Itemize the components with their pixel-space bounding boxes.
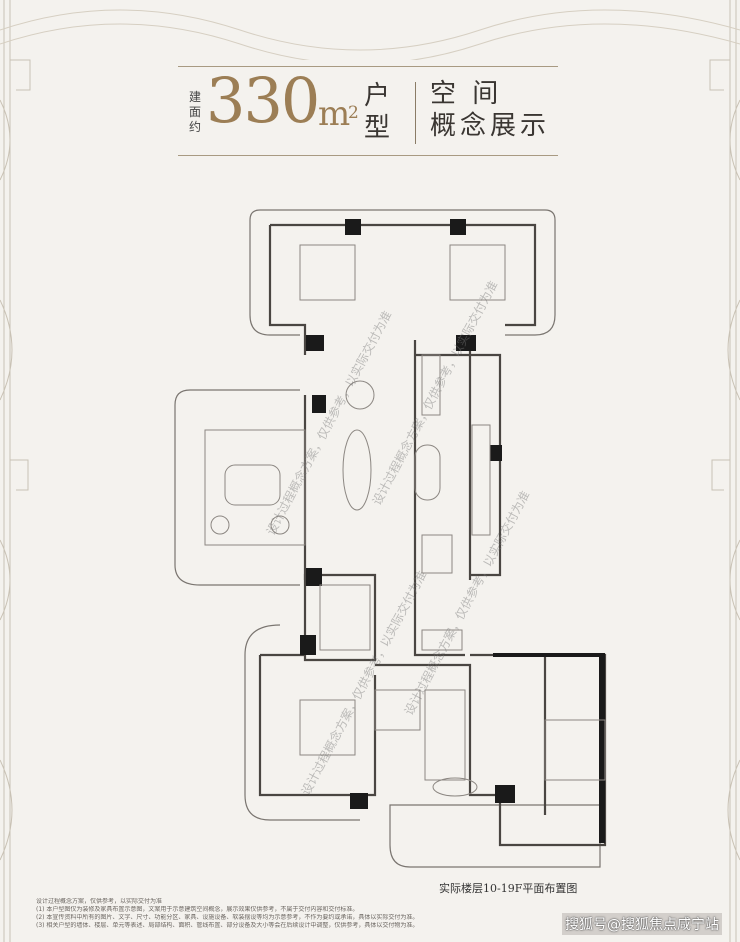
note-line: (1) 本户型图仅为装修及家具布置示意图，文案用于示意建筑空间概念，展示效果仅供… <box>36 906 359 913</box>
master-suite-walls <box>470 653 607 847</box>
header: 建面约 330 m 2 户型 空 间 概念展示 <box>0 0 740 170</box>
type-label: 户型 <box>364 81 391 143</box>
note-line: 设计过程概念方案，仅供参考，以实际交付为准 <box>36 898 163 905</box>
note-line: (2) 本宣传资料中所有的图片、文字、尺寸、功能分区、家具、设施设备、软装摆设等… <box>36 914 419 921</box>
chair <box>270 515 290 535</box>
header-bottom-rule <box>178 155 558 156</box>
storage-room <box>319 584 371 651</box>
top-ornament <box>0 9 740 60</box>
title-divider <box>415 82 416 144</box>
exterior-wall <box>493 653 603 657</box>
column <box>345 219 361 235</box>
bed-lower-left <box>299 699 356 756</box>
plan-caption: 实际楼层10-19F平面布置图 <box>439 882 578 895</box>
counter <box>421 354 441 416</box>
lower-wing-walls <box>258 653 500 797</box>
bed-master <box>544 719 606 781</box>
counter <box>421 534 453 574</box>
counter <box>421 629 463 651</box>
area-label: 建面约 <box>188 90 201 134</box>
column <box>306 568 322 586</box>
left-border-ornament <box>0 0 31 942</box>
source-watermark: 搜狐号@搜狐焦点咸宁站 <box>562 913 722 935</box>
header-top-rule <box>178 66 558 67</box>
bathtub <box>432 777 478 797</box>
area-unit: m <box>318 94 351 134</box>
dining-table <box>342 429 372 511</box>
space-title: 空 间 概念展示 <box>430 78 560 142</box>
left-balcony-outline <box>174 389 300 586</box>
disclaimer-notes: 设计过程概念方案，仅供参考，以实际交付为准 (1) 本户型图仅为装修及家具布置示… <box>36 898 556 930</box>
column <box>495 785 515 803</box>
sofa <box>224 464 281 506</box>
round-table <box>345 380 375 410</box>
column <box>300 635 316 655</box>
bed-upper-left <box>299 244 356 301</box>
bed-upper-right <box>449 244 506 301</box>
space-title-line1: 空 间 <box>430 79 503 109</box>
middle-block-walls <box>303 573 377 662</box>
area-number: 330 <box>206 64 320 137</box>
bedroom-upper-walls <box>268 223 537 355</box>
walk-in-closet <box>374 689 421 731</box>
column <box>312 395 326 413</box>
column <box>306 335 324 351</box>
area-unit-superscript: 2 <box>348 103 359 123</box>
bathroom <box>424 689 466 781</box>
top-balcony-outline <box>249 209 556 336</box>
living-area <box>204 429 306 546</box>
bottom-terrace-outline <box>389 804 601 868</box>
kitchen-island <box>414 444 441 501</box>
counter <box>471 424 491 536</box>
bottom-balcony-outline <box>244 624 360 821</box>
column <box>350 793 368 809</box>
column <box>450 219 466 235</box>
chair <box>210 515 230 535</box>
column <box>490 445 502 461</box>
space-title-line2: 概念展示 <box>430 111 551 141</box>
column <box>456 335 476 351</box>
floor-plan <box>174 209 607 868</box>
note-line: (3) 相关户型的墙体、楼层、单元等表述、局部结构、面积、管线布置、部分设备及大… <box>36 922 419 929</box>
right-border-ornament <box>709 0 740 942</box>
exterior-wall <box>599 653 605 843</box>
kitchen-walls <box>415 353 502 577</box>
